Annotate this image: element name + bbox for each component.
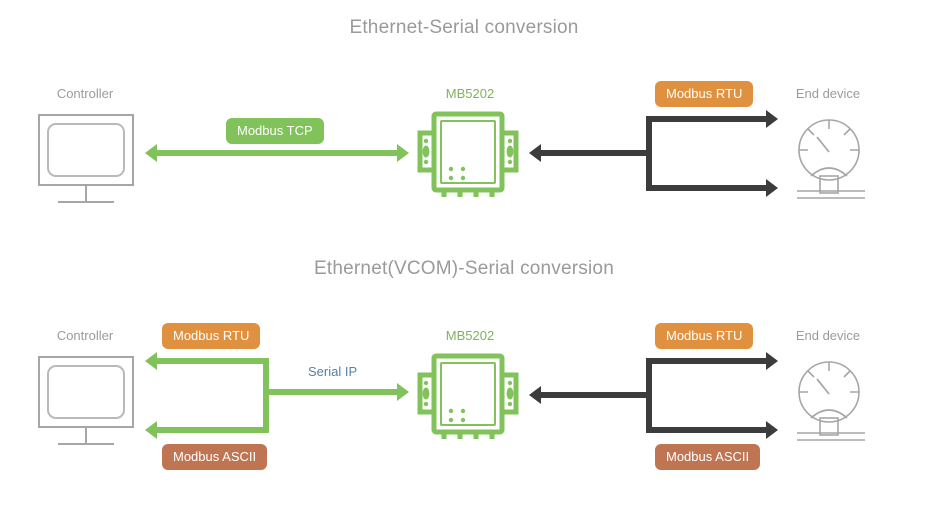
serial-ip-label: Serial IP <box>308 364 358 379</box>
arrowhead-left-bottom-row2 <box>145 421 157 439</box>
link-gateway-enddevice-bottom-row1 <box>646 185 768 191</box>
gateway-label-row1: MB5202 <box>445 86 495 101</box>
badge-modbus-rtu-left-row2: Modbus RTU <box>162 323 261 349</box>
monitor-inner-bezel <box>47 365 125 419</box>
controller-monitor-icon-row1 <box>38 114 134 204</box>
controller-monitor-icon-row2 <box>38 356 134 446</box>
arrowhead-right-top-row2 <box>766 352 778 370</box>
monitor-neck <box>85 186 87 202</box>
link-gateway-enddevice-top-row1 <box>646 116 768 122</box>
arrowhead-left-gateway-row2 <box>529 386 541 404</box>
link-gateway-enddevice-spine-row1 <box>646 116 652 191</box>
monitor-inner-bezel <box>47 123 125 177</box>
badge-modbus-rtu-row1: Modbus RTU <box>655 81 754 107</box>
arrowhead-left-row1 <box>145 144 157 162</box>
mb5202-device-icon-row1 <box>412 108 524 200</box>
link-gateway-enddevice-top-row2 <box>646 358 768 364</box>
link-controller-spine-row2 <box>263 358 269 433</box>
badge-modbus-ascii-right-row2: Modbus ASCII <box>655 444 761 470</box>
monitor-screen <box>38 114 134 186</box>
link-gateway-enddevice-spine-row2 <box>646 358 652 433</box>
gateway-label-row2: MB5202 <box>445 328 495 343</box>
badge-modbus-tcp-row1: Modbus TCP <box>226 118 324 144</box>
mb5202-device-icon-row2 <box>412 350 524 442</box>
arrowhead-right-row1 <box>397 144 409 162</box>
monitor-base <box>58 201 114 203</box>
badge-modbus-ascii-left-row2: Modbus ASCII <box>162 444 268 470</box>
section-title-ethernet-vcom-serial: Ethernet(VCOM)-Serial conversion <box>314 258 614 279</box>
link-controller-top-row2 <box>157 358 269 364</box>
link-serial-ip-row2 <box>263 389 397 395</box>
arrowhead-left-top-row2 <box>145 352 157 370</box>
link-controller-gateway-row1 <box>157 150 397 156</box>
section-title-ethernet-serial: Ethernet-Serial conversion <box>349 17 579 38</box>
link-controller-bottom-row2 <box>157 427 269 433</box>
arrowhead-right-bottom-row1 <box>766 179 778 197</box>
monitor-base <box>58 443 114 445</box>
link-gateway-enddevice-bottom-row2 <box>646 427 768 433</box>
monitor-neck <box>85 428 87 444</box>
controller-label-row1: Controller <box>56 86 114 101</box>
arrowhead-left-gateway-row1 <box>529 144 541 162</box>
link-gateway-enddevice-stem-row2 <box>541 392 649 398</box>
badge-modbus-rtu-right-row2: Modbus RTU <box>655 323 754 349</box>
end-device-label-row1: End device <box>795 86 861 101</box>
link-gateway-enddevice-stem-row1 <box>541 150 649 156</box>
arrowhead-right-serial-ip-row2 <box>397 383 409 401</box>
controller-label-row2: Controller <box>56 328 114 343</box>
arrowhead-right-top-row1 <box>766 110 778 128</box>
monitor-screen <box>38 356 134 428</box>
arrowhead-right-bottom-row2 <box>766 421 778 439</box>
end-device-label-row2: End device <box>795 328 861 343</box>
end-device-gauge-icon-row1 <box>785 110 877 202</box>
end-device-gauge-icon-row2 <box>785 352 877 444</box>
